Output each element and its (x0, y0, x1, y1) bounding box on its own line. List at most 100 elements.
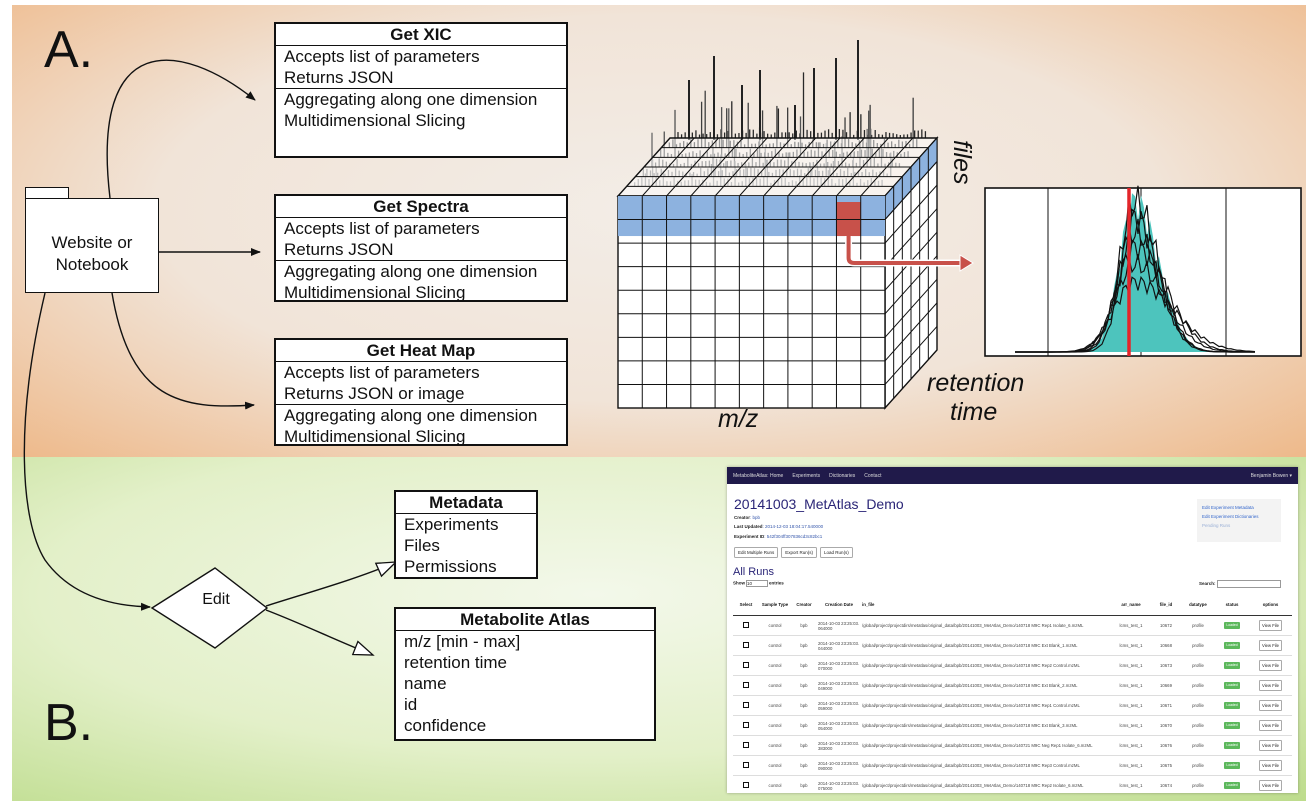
nav-contact-link[interactable]: Contact (864, 472, 882, 479)
select-cell (733, 675, 759, 696)
status-badge: Loaded (1224, 782, 1240, 789)
col-creator[interactable]: Creator (791, 593, 817, 616)
export-runs-button[interactable]: Export Run(s) (781, 547, 818, 558)
arr-name-cell: lcms_test_1 (1111, 715, 1151, 736)
creator-cell: bpb (791, 615, 817, 636)
options-cell: View File (1249, 755, 1292, 776)
get-xic-op: Multidimensional Slicing (284, 111, 466, 130)
select-checkbox[interactable] (743, 642, 749, 648)
creator-label: Creator (734, 515, 751, 520)
sample-type-cell: control (759, 695, 791, 716)
status-badge: Loaded (1224, 742, 1240, 749)
view-file-button[interactable]: View File (1259, 760, 1282, 771)
in-file-cell: /global/project/projectdirs/metatlas/ori… (861, 635, 1111, 656)
view-file-button[interactable]: View File (1259, 780, 1282, 791)
select-checkbox[interactable] (743, 742, 749, 748)
search-input[interactable] (1216, 580, 1281, 588)
arr-name-cell: lcms_test_1 (1111, 655, 1151, 676)
entries-select[interactable]: 10 (746, 580, 768, 587)
file-id-cell: 10674 (1151, 775, 1181, 793)
panel-b-letter: B. (44, 694, 94, 752)
col-in-file[interactable]: in_file (861, 593, 1111, 616)
select-checkbox[interactable] (743, 682, 749, 688)
select-checkbox[interactable] (743, 662, 749, 668)
select-cell (733, 735, 759, 756)
status-badge: Loaded (1224, 642, 1240, 649)
select-checkbox[interactable] (743, 722, 749, 728)
arr-name-cell: lcms_test_1 (1111, 615, 1151, 636)
xic-trace (1015, 275, 1256, 353)
get-spectra-param: Accepts list of parameters (284, 219, 480, 238)
datatype-cell: profile (1181, 715, 1215, 736)
status-cell: Loaded (1215, 655, 1249, 676)
get-heat-map-param: Accepts list of parameters (284, 363, 480, 382)
creation-date-cell: 2014-10-03 23:25:03.059000 (817, 695, 861, 716)
status-cell: Loaded (1215, 695, 1249, 716)
in-file-cell: /global/project/projectdirs/metatlas/ori… (861, 615, 1111, 636)
metadata-item: Files (404, 536, 440, 555)
edit-metadata-link[interactable]: Edit Experiment Metadata (1202, 505, 1254, 510)
creator-cell: bpb (791, 695, 817, 716)
atlas-item: m/z [min - max] (404, 632, 521, 651)
load-runs-button[interactable]: Load Run(s) (820, 547, 853, 558)
col-creation-date[interactable]: Creation Date (817, 593, 861, 616)
xic-peak-fill (1015, 193, 1255, 352)
sample-type-cell: control (759, 755, 791, 776)
updated-line: Last Updated: 2014-12-03 18:04:17.540000 (734, 524, 823, 529)
datatype-cell: profile (1181, 735, 1215, 756)
arr-name-cell: lcms_test_1 (1111, 695, 1151, 716)
col-options[interactable]: options (1249, 593, 1292, 616)
nav-dictionaries-link[interactable]: Dictionaries (829, 472, 856, 479)
nav-experiments-link[interactable]: Experiments (792, 472, 821, 479)
creation-date-cell: 2014-10-03 23:25:03.064000 (817, 615, 861, 636)
col-select[interactable]: Select (733, 593, 759, 616)
options-cell: View File (1249, 615, 1292, 636)
user-menu[interactable]: Benjamin Bowen ▾ (1250, 472, 1292, 479)
select-checkbox[interactable] (743, 702, 749, 708)
get-xic-title: Get XIC (276, 24, 566, 46)
col-datatype[interactable]: datatype (1181, 593, 1215, 616)
view-file-button[interactable]: View File (1259, 700, 1282, 711)
view-file-button[interactable]: View File (1259, 740, 1282, 751)
nav-home-link[interactable]: MetaboliteAtlas: Home (733, 472, 784, 479)
view-file-button[interactable]: View File (1259, 640, 1282, 651)
status-cell: Loaded (1215, 775, 1249, 793)
datatype-cell: profile (1181, 655, 1215, 676)
col-status[interactable]: status (1215, 593, 1249, 616)
creator-cell: bpb (791, 675, 817, 696)
atlas-item: confidence (404, 716, 487, 735)
col-sample-type[interactable]: Sample Type (759, 593, 791, 616)
creator-value: : bpb (750, 515, 761, 520)
status-cell: Loaded (1215, 715, 1249, 736)
pending-runs-link[interactable]: Pending Runs (1202, 523, 1231, 528)
col-file-id[interactable]: file_id (1151, 593, 1181, 616)
col-arr-name[interactable]: arr_name (1111, 593, 1151, 616)
status-cell: Loaded (1215, 755, 1249, 776)
select-checkbox[interactable] (743, 762, 749, 768)
status-badge: Loaded (1224, 622, 1240, 629)
get-xic-param: Accepts list of parameters (284, 47, 480, 66)
edit-multiple-runs-button[interactable]: Edit Multiple Runs (734, 547, 779, 558)
select-checkbox[interactable] (743, 622, 749, 628)
get-heat-map-op: Aggregating along one dimension (284, 406, 538, 425)
in-file-cell: /global/project/projectdirs/metatlas/ori… (861, 695, 1111, 716)
options-cell: View File (1249, 775, 1292, 793)
view-file-button[interactable]: View File (1259, 680, 1282, 691)
arr-name-cell: lcms_test_1 (1111, 635, 1151, 656)
select-cell (733, 715, 759, 736)
select-checkbox[interactable] (743, 782, 749, 788)
view-file-button[interactable]: View File (1259, 620, 1282, 631)
edit-dictionaries-link[interactable]: Edit Experiment Dictionaries (1202, 514, 1259, 519)
folder-tab-shape (25, 187, 69, 199)
table-header-row: Select Sample Type Creator Creation Date… (733, 593, 1292, 616)
all-runs-heading: All Runs (733, 566, 774, 578)
view-file-button[interactable]: View File (1259, 660, 1282, 671)
view-file-button[interactable]: View File (1259, 720, 1282, 731)
folder-label-line-1: Website or (51, 233, 133, 252)
atlas-title: Metabolite Atlas (396, 609, 654, 631)
